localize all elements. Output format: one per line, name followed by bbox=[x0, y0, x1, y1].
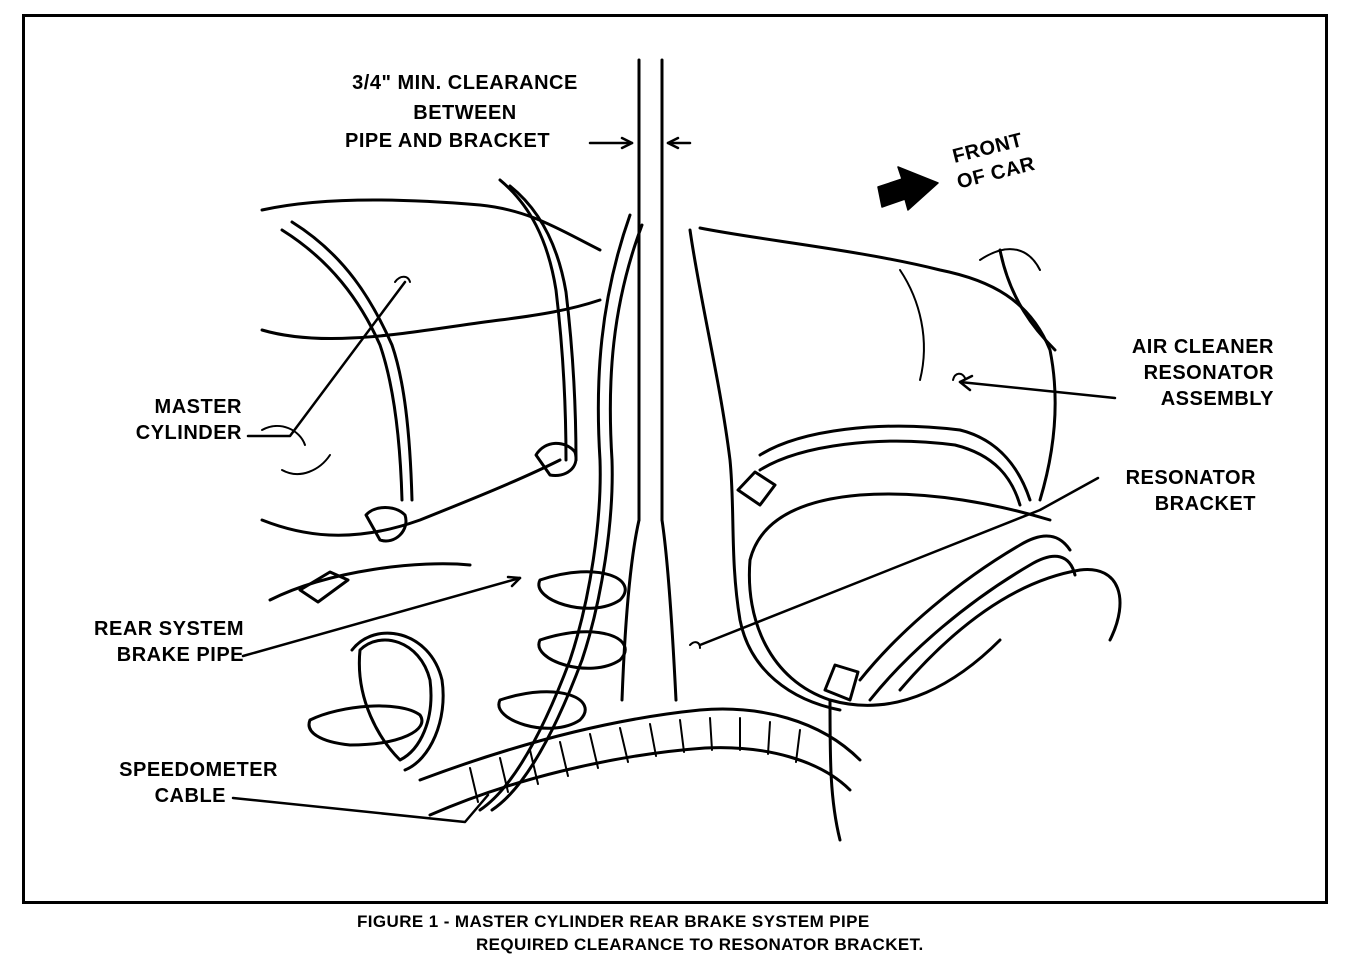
air-cleaner-label-line-3: ASSEMBLY bbox=[1160, 388, 1274, 410]
speedometer-cable-label-line-1: SPEEDOMETER bbox=[119, 759, 278, 781]
corrugated-hose-drawing bbox=[418, 707, 862, 817]
speedometer-cable-label: SPEEDOMETER CABLE bbox=[80, 757, 278, 809]
speedometer-cable-label-line-2: CABLE bbox=[154, 785, 226, 807]
diagram-frame bbox=[22, 14, 1328, 904]
master-cylinder-label: MASTER CYLINDER bbox=[110, 394, 242, 446]
air-cleaner-label: AIR CLEANER RESONATOR ASSEMBLY bbox=[1110, 334, 1274, 412]
clearance-label-line-1: 3/4" MIN. CLEARANCE bbox=[352, 72, 578, 94]
rear-brake-pipe-label-line-2: BRAKE PIPE bbox=[116, 644, 244, 666]
leader-lines bbox=[231, 136, 1117, 824]
master-cylinder-label-line-1: MASTER bbox=[154, 396, 242, 418]
brake-pipes-drawing bbox=[307, 58, 678, 812]
resonator-bracket-label: RESONATOR BRACKET bbox=[1100, 465, 1256, 517]
figure-caption-line-2: REQUIRED CLEARANCE TO RESONATOR BRACKET. bbox=[476, 935, 924, 954]
air-cleaner-label-line-2: RESONATOR bbox=[1143, 362, 1274, 384]
rear-brake-pipe-label-line-1: REAR SYSTEM bbox=[94, 618, 244, 640]
resonator-bracket-label-line-2: BRACKET bbox=[1154, 493, 1256, 515]
figure-caption-line-1: FIGURE 1 - MASTER CYLINDER REAR BRAKE SY… bbox=[357, 912, 870, 931]
master-cylinder-label-line-2: CYLINDER bbox=[135, 422, 242, 444]
clearance-label: 3/4" MIN. CLEARANCE BETWEEN bbox=[300, 70, 630, 126]
clearance-label-line-3: PIPE AND BRACKET bbox=[345, 130, 551, 152]
air-cleaner-label-line-1: AIR CLEANER bbox=[1131, 336, 1274, 358]
resonator-bracket-label-line-1: RESONATOR bbox=[1125, 467, 1256, 489]
master-cylinder-drawing bbox=[260, 178, 602, 604]
clearance-label-line-2: BETWEEN bbox=[413, 102, 517, 124]
rear-brake-pipe-label: REAR SYSTEM BRAKE PIPE bbox=[60, 616, 244, 668]
resonator-drawing bbox=[688, 226, 1122, 842]
front-arrow-icon bbox=[877, 166, 939, 211]
